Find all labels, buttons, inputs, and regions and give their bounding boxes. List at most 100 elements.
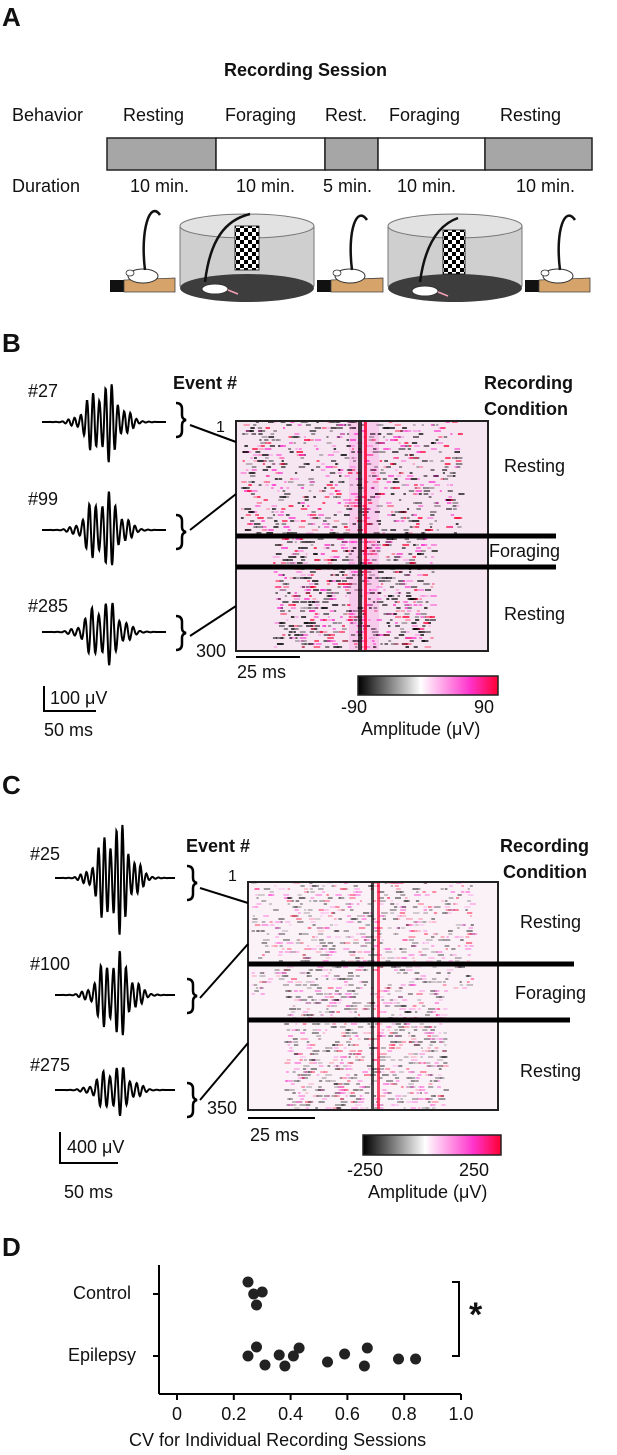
heatmap-cell <box>338 424 345 426</box>
heatmap-cell <box>382 544 389 546</box>
heatmap-cell <box>361 918 367 920</box>
heatmap-cell <box>343 613 347 615</box>
heatmap-cell <box>305 957 312 959</box>
heatmap-cell <box>424 556 427 558</box>
heatmap-cell <box>251 984 255 986</box>
heatmap-cell <box>291 436 299 438</box>
heatmap-cell <box>394 990 402 992</box>
heatmap-cell <box>295 942 302 944</box>
heatmap-cell <box>274 885 277 887</box>
heatmap-cell <box>396 475 402 477</box>
heatmap-cell <box>418 628 424 630</box>
heatmap-cell <box>429 523 433 525</box>
heatmap-cell <box>331 445 337 447</box>
heatmap-cell <box>266 466 271 468</box>
heatmap-cell <box>315 1002 322 1004</box>
heatmap-cell <box>347 990 354 992</box>
heatmap-cell <box>422 538 428 540</box>
heatmap-cell <box>257 496 261 498</box>
heatmap-cell <box>286 619 289 621</box>
heatmap-cell <box>395 897 401 899</box>
heatmap-cell <box>404 601 408 603</box>
heatmap-cell <box>470 978 474 980</box>
heatmap-cell <box>411 514 414 516</box>
heatmap-cell <box>395 1080 400 1082</box>
heatmap-cell <box>306 625 313 627</box>
heatmap-cell <box>401 1086 404 1088</box>
heatmap-cell <box>276 643 284 645</box>
heatmap-cell <box>272 484 276 486</box>
heatmap-cell <box>401 1029 406 1031</box>
heatmap-cell <box>258 430 263 432</box>
heatmap-cell <box>306 975 310 977</box>
heatmap-cell <box>407 1092 411 1094</box>
heatmap-cell <box>411 1101 418 1103</box>
heatmap-cell <box>391 1047 394 1049</box>
heatmap-cell <box>378 634 386 636</box>
heatmap-cell <box>387 448 391 450</box>
duration-value: 10 min. <box>130 176 190 196</box>
heatmap-cell <box>434 906 441 908</box>
heatmap-cell <box>361 424 365 426</box>
duration-value: 10 min. <box>516 176 576 196</box>
heatmap-cell <box>291 1011 296 1013</box>
heatmap-cell <box>279 496 287 498</box>
heatmap-cell <box>362 969 369 971</box>
heatmap-cell <box>282 984 289 986</box>
heatmap-cell <box>440 1056 448 1058</box>
heatmap-cell <box>366 583 372 585</box>
heatmap-cell <box>306 1086 312 1088</box>
heatmap-cell <box>355 969 362 971</box>
heatmap-cell <box>256 897 259 899</box>
event-pointer-line <box>189 424 237 443</box>
heatmap-cell <box>320 954 325 956</box>
heatmap-cell <box>394 439 398 441</box>
heatmap-cell <box>332 1044 335 1046</box>
heatmap-cell <box>298 897 305 899</box>
heatmap-cell <box>314 607 319 609</box>
heatmap-cell <box>325 475 330 477</box>
heatmap-cell <box>465 936 470 938</box>
heatmap-cell <box>308 915 312 917</box>
heatmap-cell <box>299 972 306 974</box>
heatmap-cell <box>431 571 435 573</box>
heatmap-cell <box>350 1101 355 1103</box>
heatmap-cell <box>362 1008 368 1010</box>
heatmap-cell <box>443 981 446 983</box>
heatmap-cell <box>449 954 453 956</box>
heatmap-cell <box>316 466 321 468</box>
heatmap-cell <box>430 448 437 450</box>
heatmap-cell <box>326 592 334 594</box>
heatmap-cell <box>298 1095 306 1097</box>
heatmap-cell <box>265 951 270 953</box>
heatmap-cell <box>391 538 395 540</box>
heatmap-cell <box>347 433 350 435</box>
heatmap-cell <box>415 490 422 492</box>
scatter-points <box>242 1276 422 1372</box>
heatmap-cell <box>290 616 295 618</box>
heatmap-cell <box>434 1047 439 1049</box>
heatmap-cell <box>293 532 298 534</box>
heatmap-cell <box>460 891 465 893</box>
heatmap-cell <box>415 978 419 980</box>
heatmap-cell <box>347 505 350 507</box>
heatmap-cell <box>343 532 350 534</box>
heatmap-cell <box>453 903 456 905</box>
heatmap-cell <box>413 502 417 504</box>
heatmap-cell <box>260 993 265 995</box>
heatmap-cell <box>417 553 425 555</box>
heatmap-cell <box>388 427 395 429</box>
heatmap-cell <box>380 1065 385 1067</box>
heatmap-cell <box>422 891 426 893</box>
heatmap-cell <box>287 966 294 968</box>
heatmap-cell <box>421 1050 425 1052</box>
heatmap-cell <box>309 610 316 612</box>
heatmap-cell <box>432 966 437 968</box>
heatmap-cell <box>378 891 385 893</box>
heatmap-cell <box>401 951 407 953</box>
heatmap-cell <box>332 999 339 1001</box>
heatmap-cell <box>282 490 286 492</box>
heatmap-cell <box>374 1107 379 1109</box>
heatmap-cell <box>335 906 340 908</box>
